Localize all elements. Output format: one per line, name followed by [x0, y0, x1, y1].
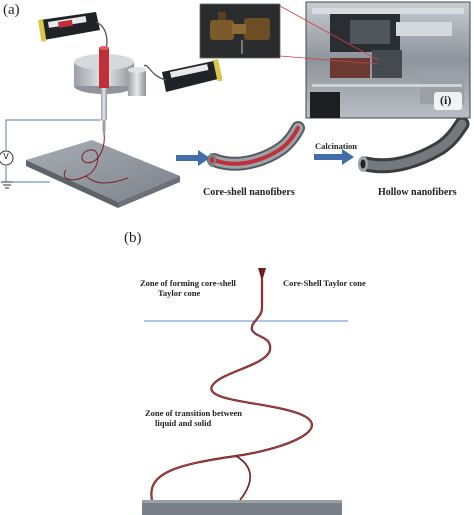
collector-plate — [26, 140, 180, 208]
zone-forming-line1: Zone of forming core-shell — [140, 278, 236, 288]
panel-a-label: (a) — [3, 2, 20, 18]
zone-forming-label: Zone of forming core-shell Taylor cone — [140, 278, 236, 298]
panel-a-illustration — [0, 1, 471, 208]
panel-b-label: (b) — [124, 230, 142, 246]
syringe-pump-core — [37, 12, 100, 42]
hollow-caption: Hollow nanofibers — [378, 187, 457, 198]
photo-badge: (i) — [440, 93, 452, 107]
zone-transition-label: Zone of transition between liquid and so… — [145, 408, 242, 428]
collector-bar — [142, 500, 342, 515]
core-shell-caption: Core-shell nanofibers — [203, 187, 295, 198]
zone-forming-line2: Taylor cone — [158, 288, 201, 298]
nozzle-closeup-photo — [199, 3, 281, 59]
zone-transition-line1: Zone of transition between — [145, 408, 243, 418]
hollow-fiber — [358, 116, 470, 174]
calcination-arrow — [314, 149, 354, 165]
calcination-label: Calcination — [315, 141, 358, 151]
taylor-cone-label: Core-Shell Taylor cone — [283, 278, 366, 288]
coaxial-spinneret — [74, 46, 146, 132]
taylor-cone — [258, 268, 266, 278]
syringe-pump-shell — [162, 58, 223, 92]
arrow-to-core-shell — [176, 150, 210, 166]
whipping-jet — [150, 278, 313, 501]
voltage-source-icon — [0, 150, 14, 166]
zone-transition-line2: liquid and solid — [155, 418, 212, 428]
core-shell-fiber — [207, 121, 305, 171]
voltage-symbol: V — [3, 152, 9, 161]
